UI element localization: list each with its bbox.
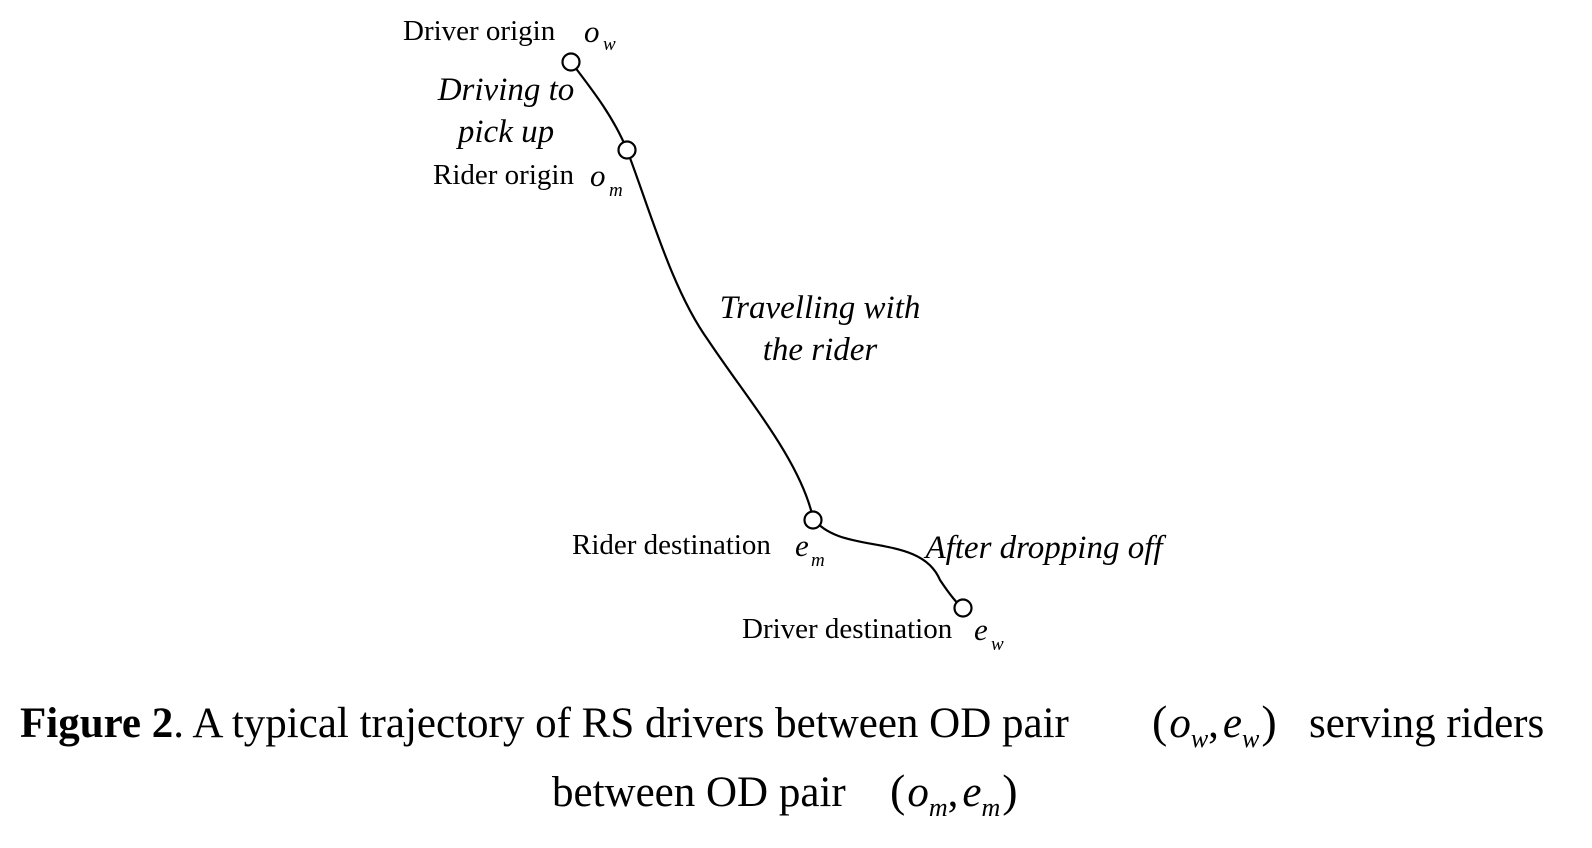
pair-rider-a: o	[907, 769, 929, 816]
driver-origin-symbol: o	[584, 14, 600, 49]
caption-line2-text: between OD pair	[552, 769, 846, 816]
after-annotation: After dropping off	[923, 530, 1166, 566]
rider-destination-subscript: m	[811, 550, 825, 571]
pair-rider-comma: ,	[948, 769, 959, 816]
pair-driver-comma: ,	[1208, 700, 1219, 747]
rider-origin-subscript: m	[609, 180, 623, 201]
pair-driver-b-sub: w	[1242, 724, 1260, 753]
caption-driver-pair: (ow,ew)	[1152, 696, 1277, 753]
caption-figure-number: Figure 2	[20, 700, 173, 747]
driver-destination-node	[953, 598, 973, 618]
travel-annotation-line2: the rider	[763, 332, 878, 368]
pair-driver-close: )	[1261, 696, 1276, 747]
pair-driver-b: e	[1223, 700, 1242, 747]
driver-origin-node	[561, 52, 581, 72]
rider-origin-node	[617, 140, 637, 160]
pair-driver-a: o	[1169, 700, 1191, 747]
driver-destination-label: Driver destination	[742, 613, 953, 645]
pair-driver-a-sub: w	[1191, 724, 1209, 753]
driver-origin-label: Driver origin	[403, 15, 556, 47]
driver-destination-subscript: w	[991, 634, 1004, 655]
travel-annotation-line1: Travelling with	[720, 290, 921, 326]
pair-rider-a-sub: m	[929, 793, 948, 822]
pair-driver-open: (	[1152, 696, 1167, 747]
caption-rider-pair: (om,em)	[890, 765, 1018, 822]
pair-rider-b: e	[962, 769, 981, 816]
driver-origin-subscript: w	[603, 34, 616, 55]
pickup-annotation-line1: Driving to	[437, 72, 575, 108]
pair-rider-open: (	[890, 765, 905, 816]
rider-origin-symbol: o	[590, 158, 606, 193]
pair-rider-b-sub: m	[981, 793, 1000, 822]
caption-line-1: Figure 2. A typical trajectory of RS dri…	[20, 700, 1069, 747]
rider-origin-label: Rider origin	[433, 159, 574, 191]
pickup-annotation-line2: pick up	[456, 114, 554, 150]
driver-destination-symbol: e	[974, 612, 988, 647]
caption-line1-tail: serving riders	[1309, 700, 1544, 747]
caption-line1-text: . A typical trajectory of RS drivers bet…	[173, 700, 1069, 747]
rider-destination-label: Rider destination	[572, 529, 771, 561]
rider-destination-symbol: e	[795, 528, 809, 563]
pair-rider-close: )	[1002, 765, 1017, 816]
rider-destination-node	[803, 510, 823, 530]
